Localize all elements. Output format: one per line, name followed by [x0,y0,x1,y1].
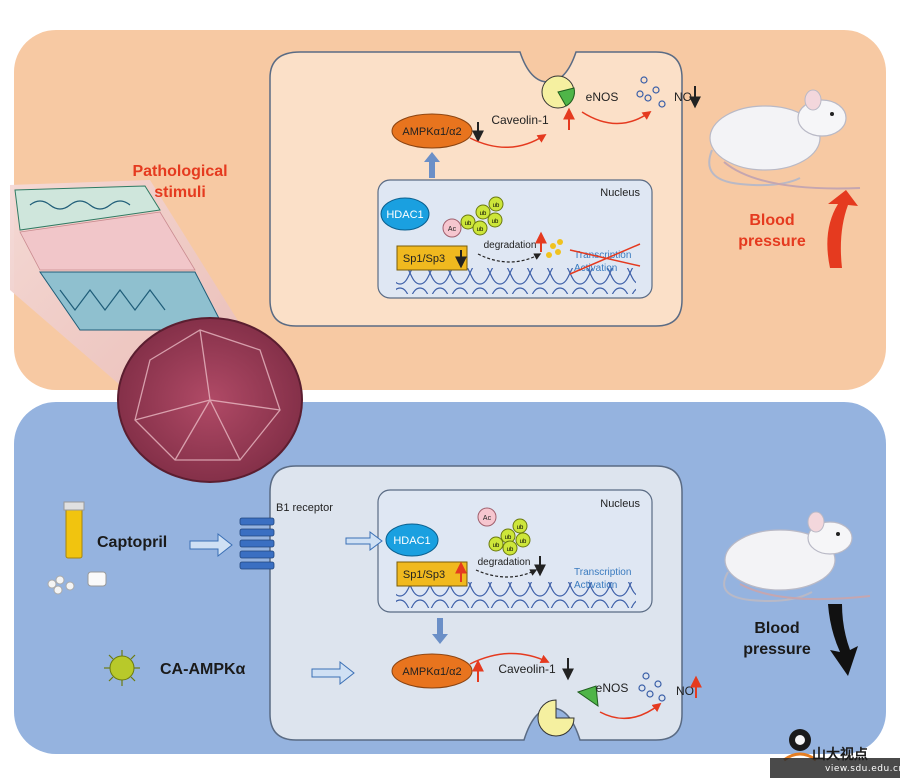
ca-ampk-arrow [311,660,355,686]
top-bp-up-arrow [827,190,858,268]
blood-vessel-illustration [10,180,303,483]
top-enos-wedge [557,87,575,107]
bottom-enos-no-curve [599,702,662,720]
bottom-bp-down-arrow [828,604,858,676]
top-hdac1-label: HDAC1 [386,209,423,221]
bottom-degradation-label: degradation [478,557,531,568]
watermark-text: 山大视点 [812,747,868,763]
svg-text:ub: ub [505,535,512,541]
top-dna-strand [396,268,636,294]
bottom-ac-circle [477,507,497,527]
top-ac-circle [442,218,462,238]
bottom-degradation-curve [475,569,538,578]
svg-text:Pathological: Pathological [132,163,227,180]
top-hdac1-oval [380,197,430,231]
svg-text:ub: ub [492,219,499,225]
bottom-sp-label: Sp1/Sp3 [403,569,445,581]
top-no-label: NO [674,90,692,104]
top-sp-label: Sp1/Sp3 [403,253,445,265]
top-no-molecules [636,76,666,108]
bottom-ampk-caveolin-curve [469,652,550,665]
top-blood-pressure-line-2: pressure [738,233,806,250]
svg-text:ub: ub [480,211,487,217]
top-mouse-illustration [708,89,861,190]
bottom-caveolin-label: Caveolin-1 [498,662,556,676]
captopril-arrow [189,532,233,558]
top-ampk-label: AMPKα1/α2 [402,126,461,138]
top-activation-label: Activation [574,263,617,274]
bottom-mouse-illustration [723,511,871,602]
bottom-caveolin-complex [537,699,575,737]
bottom-ampk-label: AMPKα1/α2 [402,666,461,678]
top-degradation-curve [477,253,542,263]
bottom-enos-label: eNOS [596,681,629,695]
bottom-transcription-label: Transcription [574,567,631,578]
svg-text:ub: ub [517,525,524,531]
bottom-hdac1-oval [385,523,439,557]
bottom-blood-pressure-line-1: Blood [754,620,799,637]
bottom-ubiquitin-cluster: ub ub ub ub ub [488,518,531,556]
top-stimulus-label: Pathological stimuli [132,163,227,201]
receptor-to-hdac-arrow [345,531,383,551]
top-degraded-fragments [546,239,563,258]
watermark-logo [770,729,900,778]
bottom-hdac1-label: HDAC1 [393,535,430,547]
svg-text:stimuli: stimuli [154,184,206,201]
ca-ampk-virus-icon [104,650,140,686]
top-enos-label: eNOS [586,90,619,104]
captopril-label: Captopril [97,534,167,551]
top-transcription-label: Transcription [574,250,631,261]
captopril-bottle-icon [47,501,107,595]
top-blood-pressure-line-1: Blood [749,212,794,229]
top-enos-no-curve [581,110,652,125]
top-caveolin-label: Caveolin-1 [491,113,549,127]
ca-ampk-label: CA-AMPKα [160,661,246,678]
top-ubiquitin-cluster: ub ub ub ub ub [460,196,504,236]
b1-receptor-label: B1 receptor [276,502,333,514]
top-ampk-caveolin-curve [469,134,547,148]
bottom-nucleus-label: Nucleus [600,498,640,510]
bottom-blood-pressure-line-2: pressure [743,641,811,658]
svg-text:ub: ub [493,543,500,549]
svg-text:ub: ub [477,227,484,233]
bottom-activation-label: Activation [574,580,617,591]
watermark-url: view.sdu.edu.cn [825,764,900,774]
top-degradation-label: degradation [484,240,537,251]
bottom-no-label: NO [676,684,694,698]
top-ac-label: Ac [448,226,457,233]
top-transcription-cross-2 [569,249,641,267]
bottom-enos-wedge [576,685,599,708]
top-transcription-cross-1 [569,243,641,275]
bottom-ac-label: Ac [483,515,492,522]
b1-receptor-icon [239,517,275,570]
bottom-no-molecules [638,672,666,702]
svg-text:ub: ub [507,547,514,553]
svg-text:ub: ub [520,539,527,545]
svg-text:ub: ub [465,221,472,227]
svg-text:ub: ub [493,203,500,209]
top-nucleus-label: Nucleus [600,187,640,199]
